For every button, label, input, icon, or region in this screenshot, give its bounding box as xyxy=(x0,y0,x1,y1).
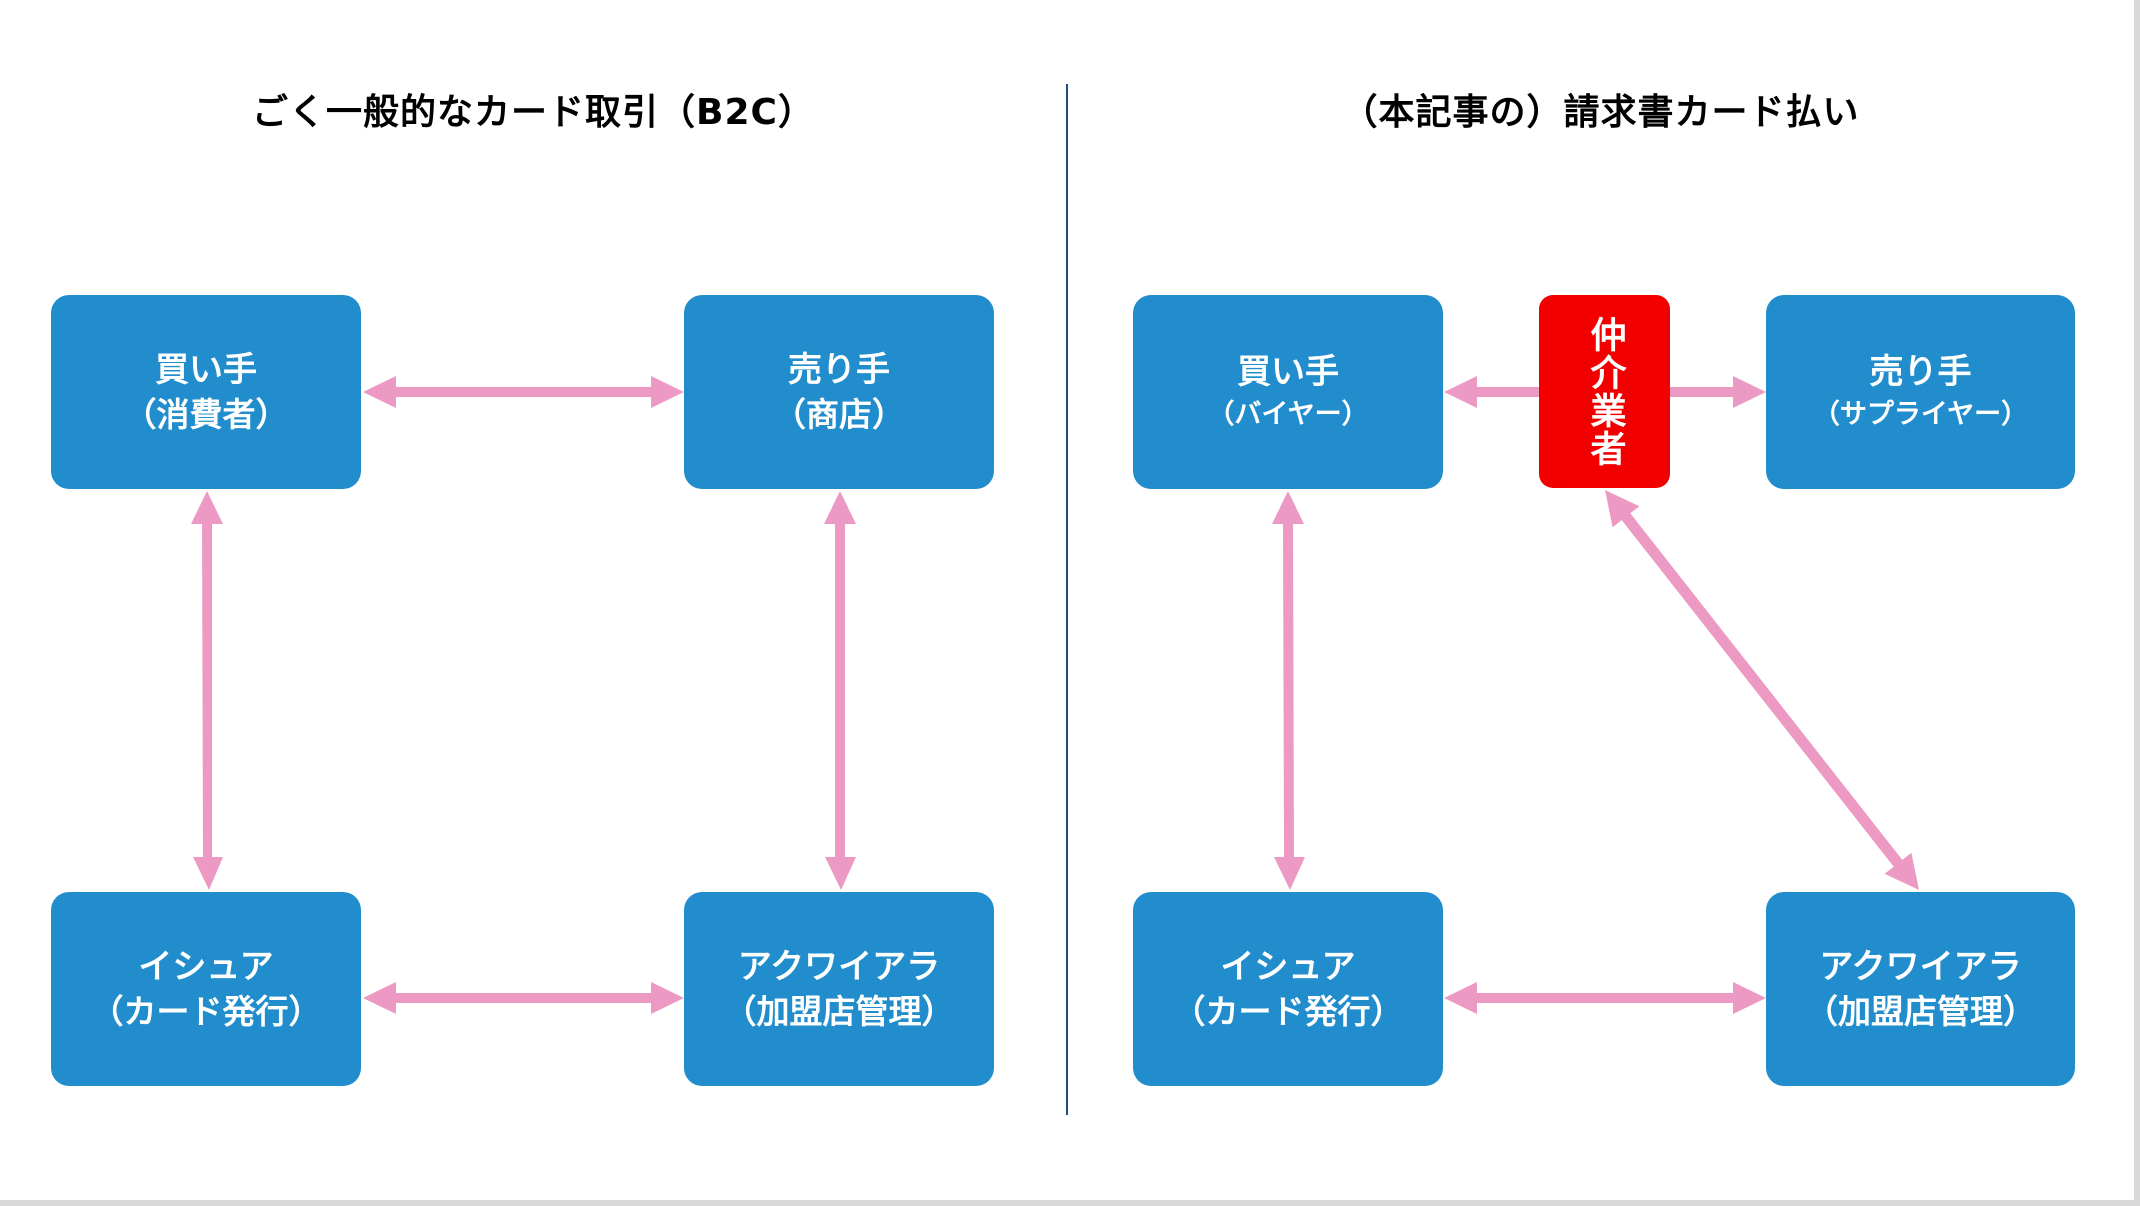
node-subtitle: （消費者） xyxy=(123,395,289,434)
right-panel-title: （本記事の）請求書カード払い xyxy=(1341,92,1860,133)
node-title: 売り手 xyxy=(1869,352,1972,392)
left-node-issuer: イシュア （カード発行） xyxy=(51,892,361,1086)
node-title: イシュア xyxy=(1220,947,1356,987)
left-node-buyer: 買い手 （消費者） xyxy=(51,295,361,489)
node-title: アクワイアラ xyxy=(1819,947,2022,987)
arrow-broker-acquirer xyxy=(1605,490,1919,890)
left-node-acquirer: アクワイアラ （加盟店管理） xyxy=(684,892,994,1086)
arrow-left-seller-acquirer xyxy=(824,491,856,890)
panel-divider xyxy=(1066,84,1068,1115)
right-node-acquirer: アクワイアラ （加盟店管理） xyxy=(1766,892,2075,1086)
node-subtitle: （商店） xyxy=(773,395,905,434)
right-node-issuer: イシュア （カード発行） xyxy=(1133,892,1443,1086)
arrow-left-issuer-acquirer xyxy=(363,982,684,1014)
arrow-left-buyer-seller xyxy=(363,376,684,408)
node-title: イシュア xyxy=(138,947,274,987)
left-panel-title: ごく一般的なカード取引（B2C） xyxy=(252,92,815,133)
right-node-broker: 仲介業者 xyxy=(1539,295,1670,488)
node-title: 売り手 xyxy=(788,350,890,390)
window-edge-bottom xyxy=(0,1200,2140,1206)
right-node-seller: 売り手 （サプライヤー） xyxy=(1766,295,2075,489)
broker-label: 仲介業者 xyxy=(1584,315,1626,468)
arrow-broker-to-buyer xyxy=(1444,376,1539,408)
node-subtitle: （バイヤー） xyxy=(1207,399,1369,430)
node-subtitle: （加盟店管理） xyxy=(723,992,955,1031)
right-node-buyer: 買い手 （バイヤー） xyxy=(1133,295,1443,489)
node-title: アクワイアラ xyxy=(737,947,941,987)
left-node-seller: 売り手 （商店） xyxy=(684,295,994,489)
node-title: 買い手 xyxy=(155,350,257,390)
arrow-left-buyer-issuer xyxy=(191,491,223,890)
node-subtitle: （カード発行） xyxy=(1172,992,1404,1031)
node-subtitle: （加盟店管理） xyxy=(1805,992,2036,1031)
window-edge-right xyxy=(2134,0,2140,1206)
node-subtitle: （カード発行） xyxy=(90,992,322,1031)
arrow-right-buyer-issuer xyxy=(1272,491,1305,890)
arrow-right-issuer-acquirer xyxy=(1444,982,1766,1014)
node-title: 買い手 xyxy=(1237,352,1339,392)
arrow-broker-to-seller xyxy=(1670,376,1766,408)
node-subtitle: （サプライヤー） xyxy=(1812,399,2029,430)
